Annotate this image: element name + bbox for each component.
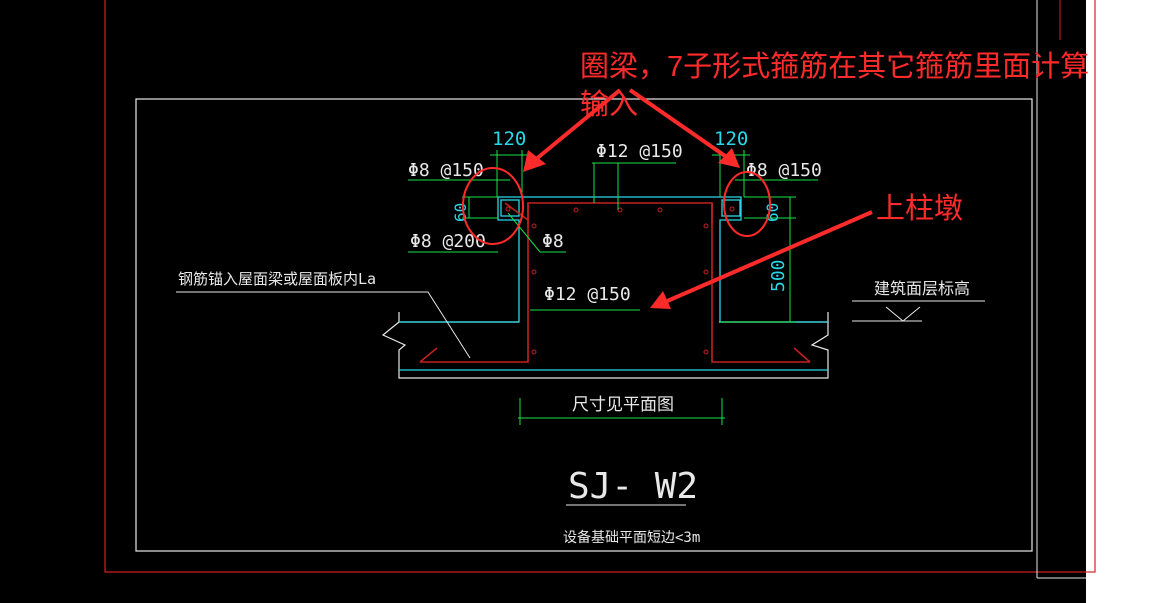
size-note: 尺寸见平面图 — [572, 395, 674, 415]
corner-rebar-label: Φ8 — [542, 231, 564, 252]
pier-annotation: 上柱墩 — [876, 192, 963, 225]
drawing-subtitle: 设备基础平面短边<3m — [563, 529, 700, 546]
right-top-rebar-label: Φ8 @150 — [746, 160, 822, 181]
left-width-dim: 120 — [492, 128, 526, 150]
right-depth-dim: 500 — [768, 259, 789, 292]
left-height-dim: 60 — [451, 203, 470, 222]
detail-frame — [135, 98, 1033, 552]
beam-annotation-line2: 输入 — [580, 88, 638, 121]
annotation-arrows — [523, 88, 873, 309]
elevation-note: 建筑面层标高 — [874, 279, 970, 298]
right-height-dim: 60 — [763, 203, 782, 222]
center-top-rebar-label: Φ12 @150 — [596, 141, 683, 162]
right-white-panel — [1086, 0, 1163, 603]
beam-highlight-circle-right — [723, 171, 771, 237]
beam-annotation: 圈梁，7子形式箍筋在其它箍筋里面计算 — [580, 50, 1089, 83]
leader-lines — [176, 291, 985, 506]
left-top-rebar-label: Φ8 @150 — [408, 160, 484, 181]
center-bottom-rebar-label: Φ12 @150 — [544, 284, 631, 305]
rebar-lines — [419, 202, 811, 363]
dimension-lines — [408, 150, 818, 425]
concrete-outline — [399, 196, 828, 371]
drawing-title: SJ- W2 — [568, 466, 698, 507]
beam-highlight-circle-left — [462, 167, 524, 245]
anchor-note: 钢筋锚入屋面梁或屋面板内La — [178, 270, 376, 288]
outer-frame — [104, 0, 1096, 573]
right-width-dim: 120 — [714, 128, 748, 150]
rebar-dots — [505, 206, 735, 355]
left-mid-rebar-label: Φ8 @200 — [410, 231, 486, 252]
